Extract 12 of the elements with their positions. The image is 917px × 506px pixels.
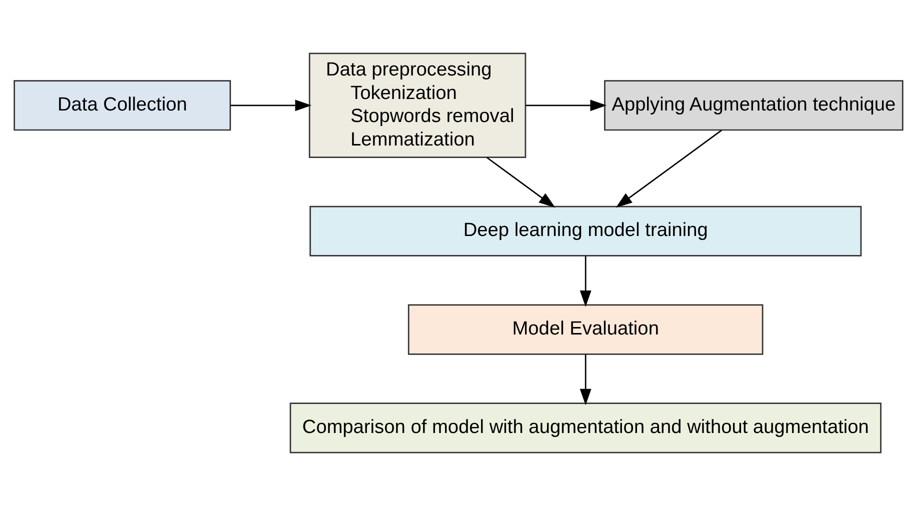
arrow (580, 354, 592, 406)
node-box: Data preprocessing Tokenization Stopwords removal Lemmatization (308, 52, 526, 158)
arrow (230, 100, 312, 112)
node-box: Applying Augmentation technique (604, 80, 904, 131)
arrow (526, 100, 607, 112)
arrow (616, 130, 722, 208)
node-box: Model Evaluation (408, 304, 764, 355)
arrow (486, 156, 556, 208)
arrow (580, 256, 592, 307)
node-box: Comparison of model with augmentation and without augmentation (290, 402, 882, 454)
node-box: Deep learning model training (310, 206, 862, 256)
node-box: Data Collection (14, 80, 231, 131)
